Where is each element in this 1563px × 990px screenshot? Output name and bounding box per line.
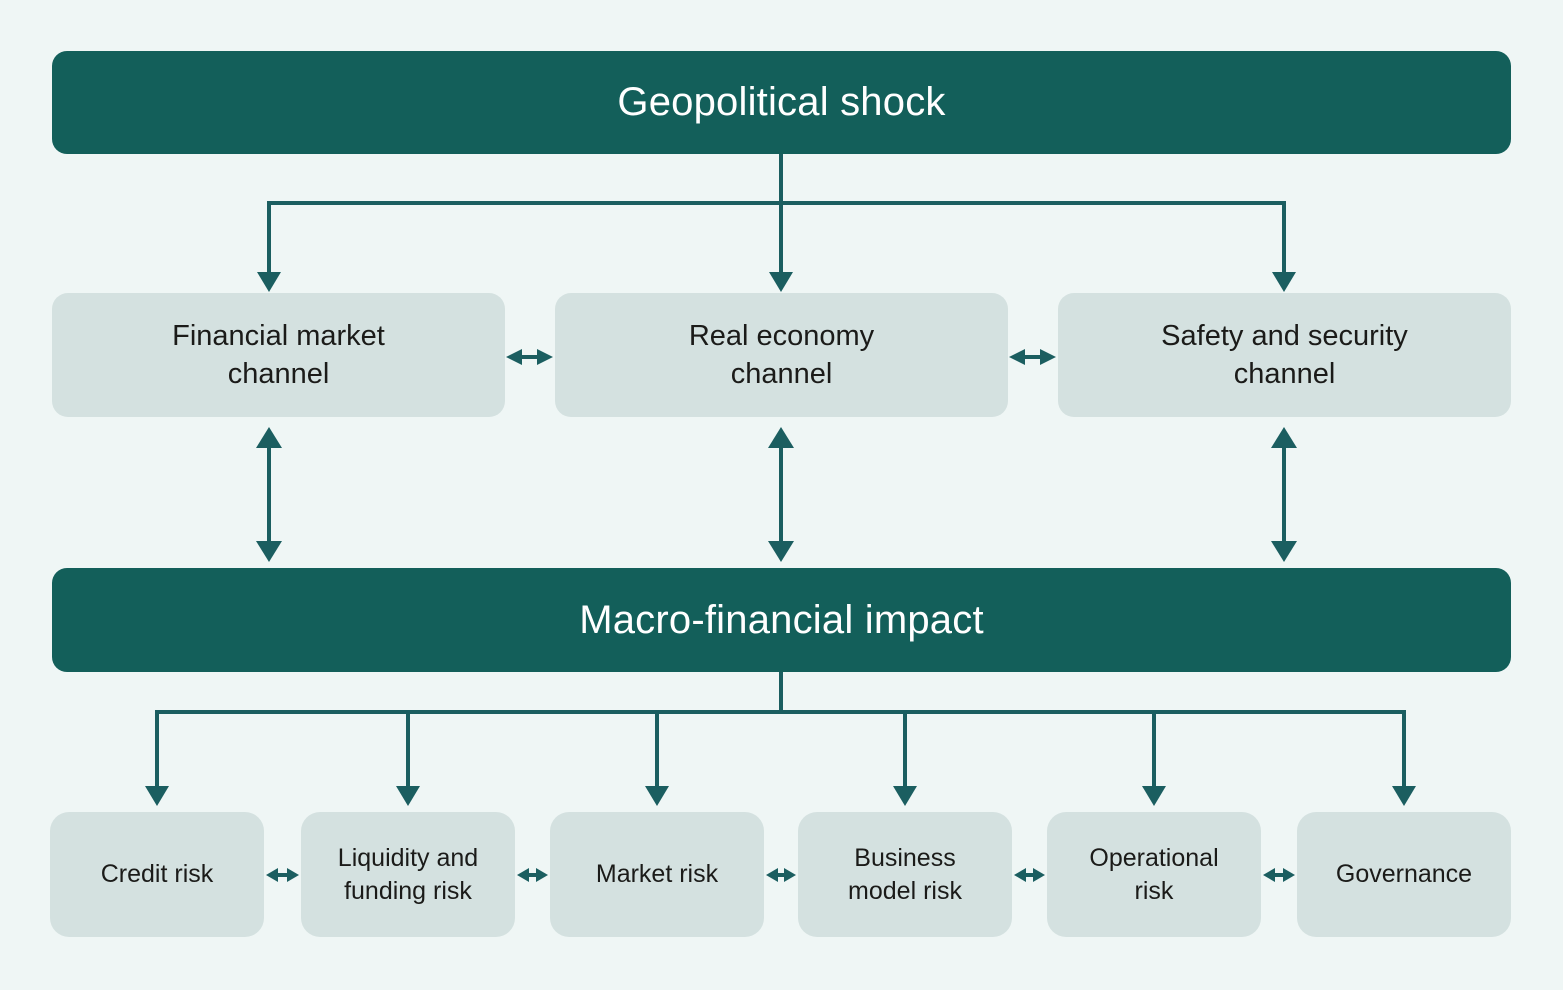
node-business-model-risk: Business model risk: [798, 812, 1012, 937]
arrowhead: [1392, 786, 1416, 806]
arrowhead: [893, 786, 917, 806]
arrowhead: [257, 272, 281, 292]
arrowhead: [784, 868, 796, 882]
node-liquidity-funding-risk: Liquidity and funding risk: [301, 812, 515, 937]
node-market-risk: Market risk: [550, 812, 764, 937]
arrowhead: [1040, 349, 1056, 365]
node-geopolitical-shock: Geopolitical shock: [52, 51, 1511, 154]
arrowhead: [768, 541, 794, 562]
arrowhead: [1009, 349, 1025, 365]
node-label: Business model risk: [848, 843, 962, 905]
arrowhead: [256, 427, 282, 448]
node-governance: Governance: [1297, 812, 1511, 937]
arrowhead: [517, 868, 529, 882]
arrowhead: [287, 868, 299, 882]
arrowhead: [396, 786, 420, 806]
node-label: Market risk: [595, 860, 719, 888]
node-label: Operational risk: [1089, 843, 1219, 905]
arrowhead: [145, 786, 169, 806]
arrowhead: [1272, 272, 1296, 292]
arrowhead: [645, 786, 669, 806]
node-macro-financial-impact: Macro-financial impact: [52, 568, 1511, 672]
arrowhead: [506, 349, 522, 365]
arrowhead: [1271, 427, 1297, 448]
node-label: Governance: [1335, 860, 1473, 888]
arrowhead: [1142, 786, 1166, 806]
node-label: Financial market channel: [172, 319, 385, 390]
node-financial-market-channel: Financial market channel: [52, 293, 505, 417]
node-operational-risk: Operational risk: [1047, 812, 1261, 937]
arrowhead: [256, 541, 282, 562]
arrowhead: [537, 349, 553, 365]
arrowhead: [1033, 868, 1045, 882]
node-label: Geopolitical shock: [617, 80, 946, 125]
node-label: Macro-financial impact: [579, 597, 984, 642]
arrowhead: [266, 868, 278, 882]
arrowhead: [769, 272, 793, 292]
arrowhead: [1271, 541, 1297, 562]
node-label: Liquidity and funding risk: [337, 843, 479, 905]
node-credit-risk: Credit risk: [50, 812, 264, 937]
arrowhead: [1263, 868, 1275, 882]
arrowhead: [1014, 868, 1026, 882]
arrowhead: [766, 868, 778, 882]
node-real-economy-channel: Real economy channel: [555, 293, 1008, 417]
node-label: Real economy channel: [688, 319, 875, 390]
arrowhead: [536, 868, 548, 882]
arrowhead: [768, 427, 794, 448]
node-safety-security-channel: Safety and security channel: [1058, 293, 1511, 417]
arrowhead: [1283, 868, 1295, 882]
node-label: Safety and security channel: [1161, 319, 1408, 390]
node-label: Credit risk: [100, 860, 214, 888]
